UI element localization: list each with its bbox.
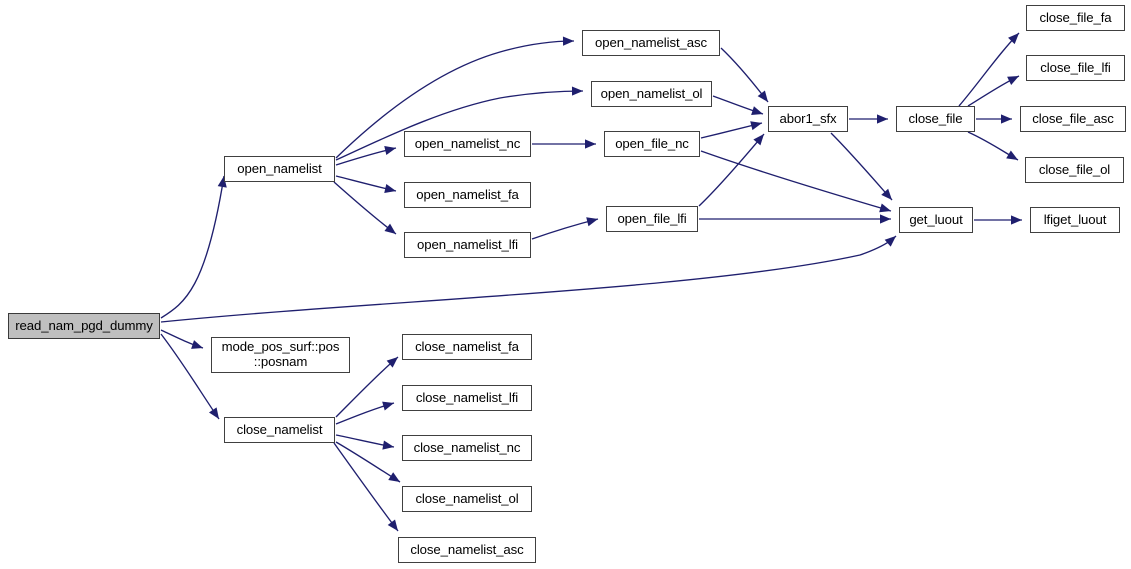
node-close_file_lfi[interactable]: close_file_lfi <box>1026 55 1125 81</box>
node-close_namelist_nc[interactable]: close_namelist_nc <box>402 435 532 461</box>
node-close_file_fa[interactable]: close_file_fa <box>1026 5 1125 31</box>
arrowhead-close_namelist-to-close_namelist_nc <box>382 440 394 450</box>
edge-close_namelist-to-close_namelist_nc <box>335 434 395 448</box>
arrowhead-close_namelist-to-close_namelist_asc <box>387 519 398 531</box>
arrowhead-read_nam_pgd_dummy-to-get_luout <box>884 236 896 247</box>
node-open_namelist_fa[interactable]: open_namelist_fa <box>404 182 531 208</box>
edge-open_namelist_asc-to-abor1_sfx <box>720 47 769 103</box>
arrowhead-close_namelist-to-close_namelist_lfi <box>382 401 394 411</box>
edge-open_namelist-to-open_namelist_nc <box>335 147 397 166</box>
edge-close_namelist-to-close_namelist_asc <box>333 442 399 532</box>
node-open_namelist_lfi[interactable]: open_namelist_lfi <box>404 232 531 258</box>
edge-open_file_lfi-to-abor1_sfx <box>698 133 765 207</box>
edge-abor1_sfx-to-get_luout <box>830 132 893 201</box>
edge-close_file-to-close_file_fa <box>958 32 1020 107</box>
arrowhead-read_nam_pgd_dummy-to-mode_pos_surf <box>191 340 203 349</box>
node-read_nam_pgd_dummy[interactable]: read_nam_pgd_dummy <box>8 313 160 339</box>
edge-open_file_nc-to-abor1_sfx <box>700 122 763 139</box>
arrowhead-open_namelist_asc-to-abor1_sfx <box>757 90 768 102</box>
arrowhead-open_namelist-to-open_namelist_ol <box>571 86 583 96</box>
arrowhead-open_namelist-to-open_namelist_nc <box>384 146 396 155</box>
edge-close_namelist-to-close_namelist_ol <box>335 441 401 483</box>
edge-open_namelist-to-open_namelist_lfi <box>333 181 397 235</box>
edge-open_namelist-to-open_namelist_fa <box>335 175 397 192</box>
node-close_namelist_lfi[interactable]: close_namelist_lfi <box>402 385 532 411</box>
node-close_file[interactable]: close_file <box>896 106 975 132</box>
arrowhead-read_nam_pgd_dummy-to-close_namelist <box>208 407 219 419</box>
node-lfiget_luout[interactable]: lfiget_luout <box>1030 207 1120 233</box>
arrowhead-open_namelist-to-open_namelist_lfi <box>384 223 396 234</box>
arrowhead-close_namelist-to-close_namelist_ol <box>388 472 400 482</box>
node-open_namelist_asc[interactable]: open_namelist_asc <box>582 30 720 56</box>
arrowhead-open_file_lfi-to-abor1_sfx <box>753 134 764 146</box>
node-close_namelist_fa[interactable]: close_namelist_fa <box>402 334 532 360</box>
arrowhead-open_file_nc-to-abor1_sfx <box>750 121 762 131</box>
arrowhead-open_namelist-to-open_namelist_fa <box>384 184 396 194</box>
node-open_namelist_nc[interactable]: open_namelist_nc <box>404 131 531 157</box>
node-open_file_nc[interactable]: open_file_nc <box>604 131 700 157</box>
arrowhead-close_file-to-close_file_lfi <box>1007 76 1019 85</box>
node-close_namelist[interactable]: close_namelist <box>224 417 335 443</box>
edge-close_file-to-close_file_lfi <box>967 75 1020 107</box>
node-open_namelist_ol[interactable]: open_namelist_ol <box>591 81 712 107</box>
arrowhead-open_namelist_ol-to-abor1_sfx <box>751 106 763 116</box>
edge-read_nam_pgd_dummy-to-open_namelist <box>160 175 225 319</box>
arrowhead-close_file-to-close_file_ol <box>1006 150 1018 160</box>
arrowhead-close_file-to-close_file_asc <box>1001 114 1012 124</box>
arrowhead-open_namelist-to-open_namelist_asc <box>562 36 574 46</box>
node-close_namelist_ol[interactable]: close_namelist_ol <box>402 486 532 512</box>
edge-close_namelist-to-close_namelist_lfi <box>335 402 395 425</box>
arrowhead-open_namelist_lfi-to-open_file_lfi <box>586 217 598 227</box>
node-mode_pos_surf[interactable]: mode_pos_surf::pos ::posnam <box>211 337 350 373</box>
edge-read_nam_pgd_dummy-to-mode_pos_surf <box>160 329 204 349</box>
edge-close_file-to-close_file_ol <box>967 131 1019 161</box>
arrowhead-open_file_lfi-to-get_luout <box>880 214 891 224</box>
arrowhead-abor1_sfx-to-close_file <box>877 114 888 124</box>
node-abor1_sfx[interactable]: abor1_sfx <box>768 106 848 132</box>
arrowhead-close_namelist-to-close_namelist_fa <box>386 357 398 368</box>
edge-open_namelist_ol-to-abor1_sfx <box>712 95 764 115</box>
edge-open_file_nc-to-get_luout <box>700 150 892 212</box>
arrowhead-abor1_sfx-to-get_luout <box>881 188 892 200</box>
arrowhead-open_file_nc-to-get_luout <box>879 203 891 213</box>
arrowhead-open_namelist_nc-to-open_file_nc <box>585 139 596 149</box>
node-open_namelist[interactable]: open_namelist <box>224 156 335 182</box>
node-close_namelist_asc[interactable]: close_namelist_asc <box>398 537 536 563</box>
arrowhead-get_luout-to-lfiget_luout <box>1011 215 1022 225</box>
arrowhead-close_file-to-close_file_fa <box>1008 33 1019 45</box>
node-open_file_lfi[interactable]: open_file_lfi <box>606 206 698 232</box>
node-close_file_asc[interactable]: close_file_asc <box>1020 106 1126 132</box>
node-close_file_ol[interactable]: close_file_ol <box>1025 157 1124 183</box>
node-get_luout[interactable]: get_luout <box>899 207 973 233</box>
edge-open_namelist_lfi-to-open_file_lfi <box>531 218 599 240</box>
